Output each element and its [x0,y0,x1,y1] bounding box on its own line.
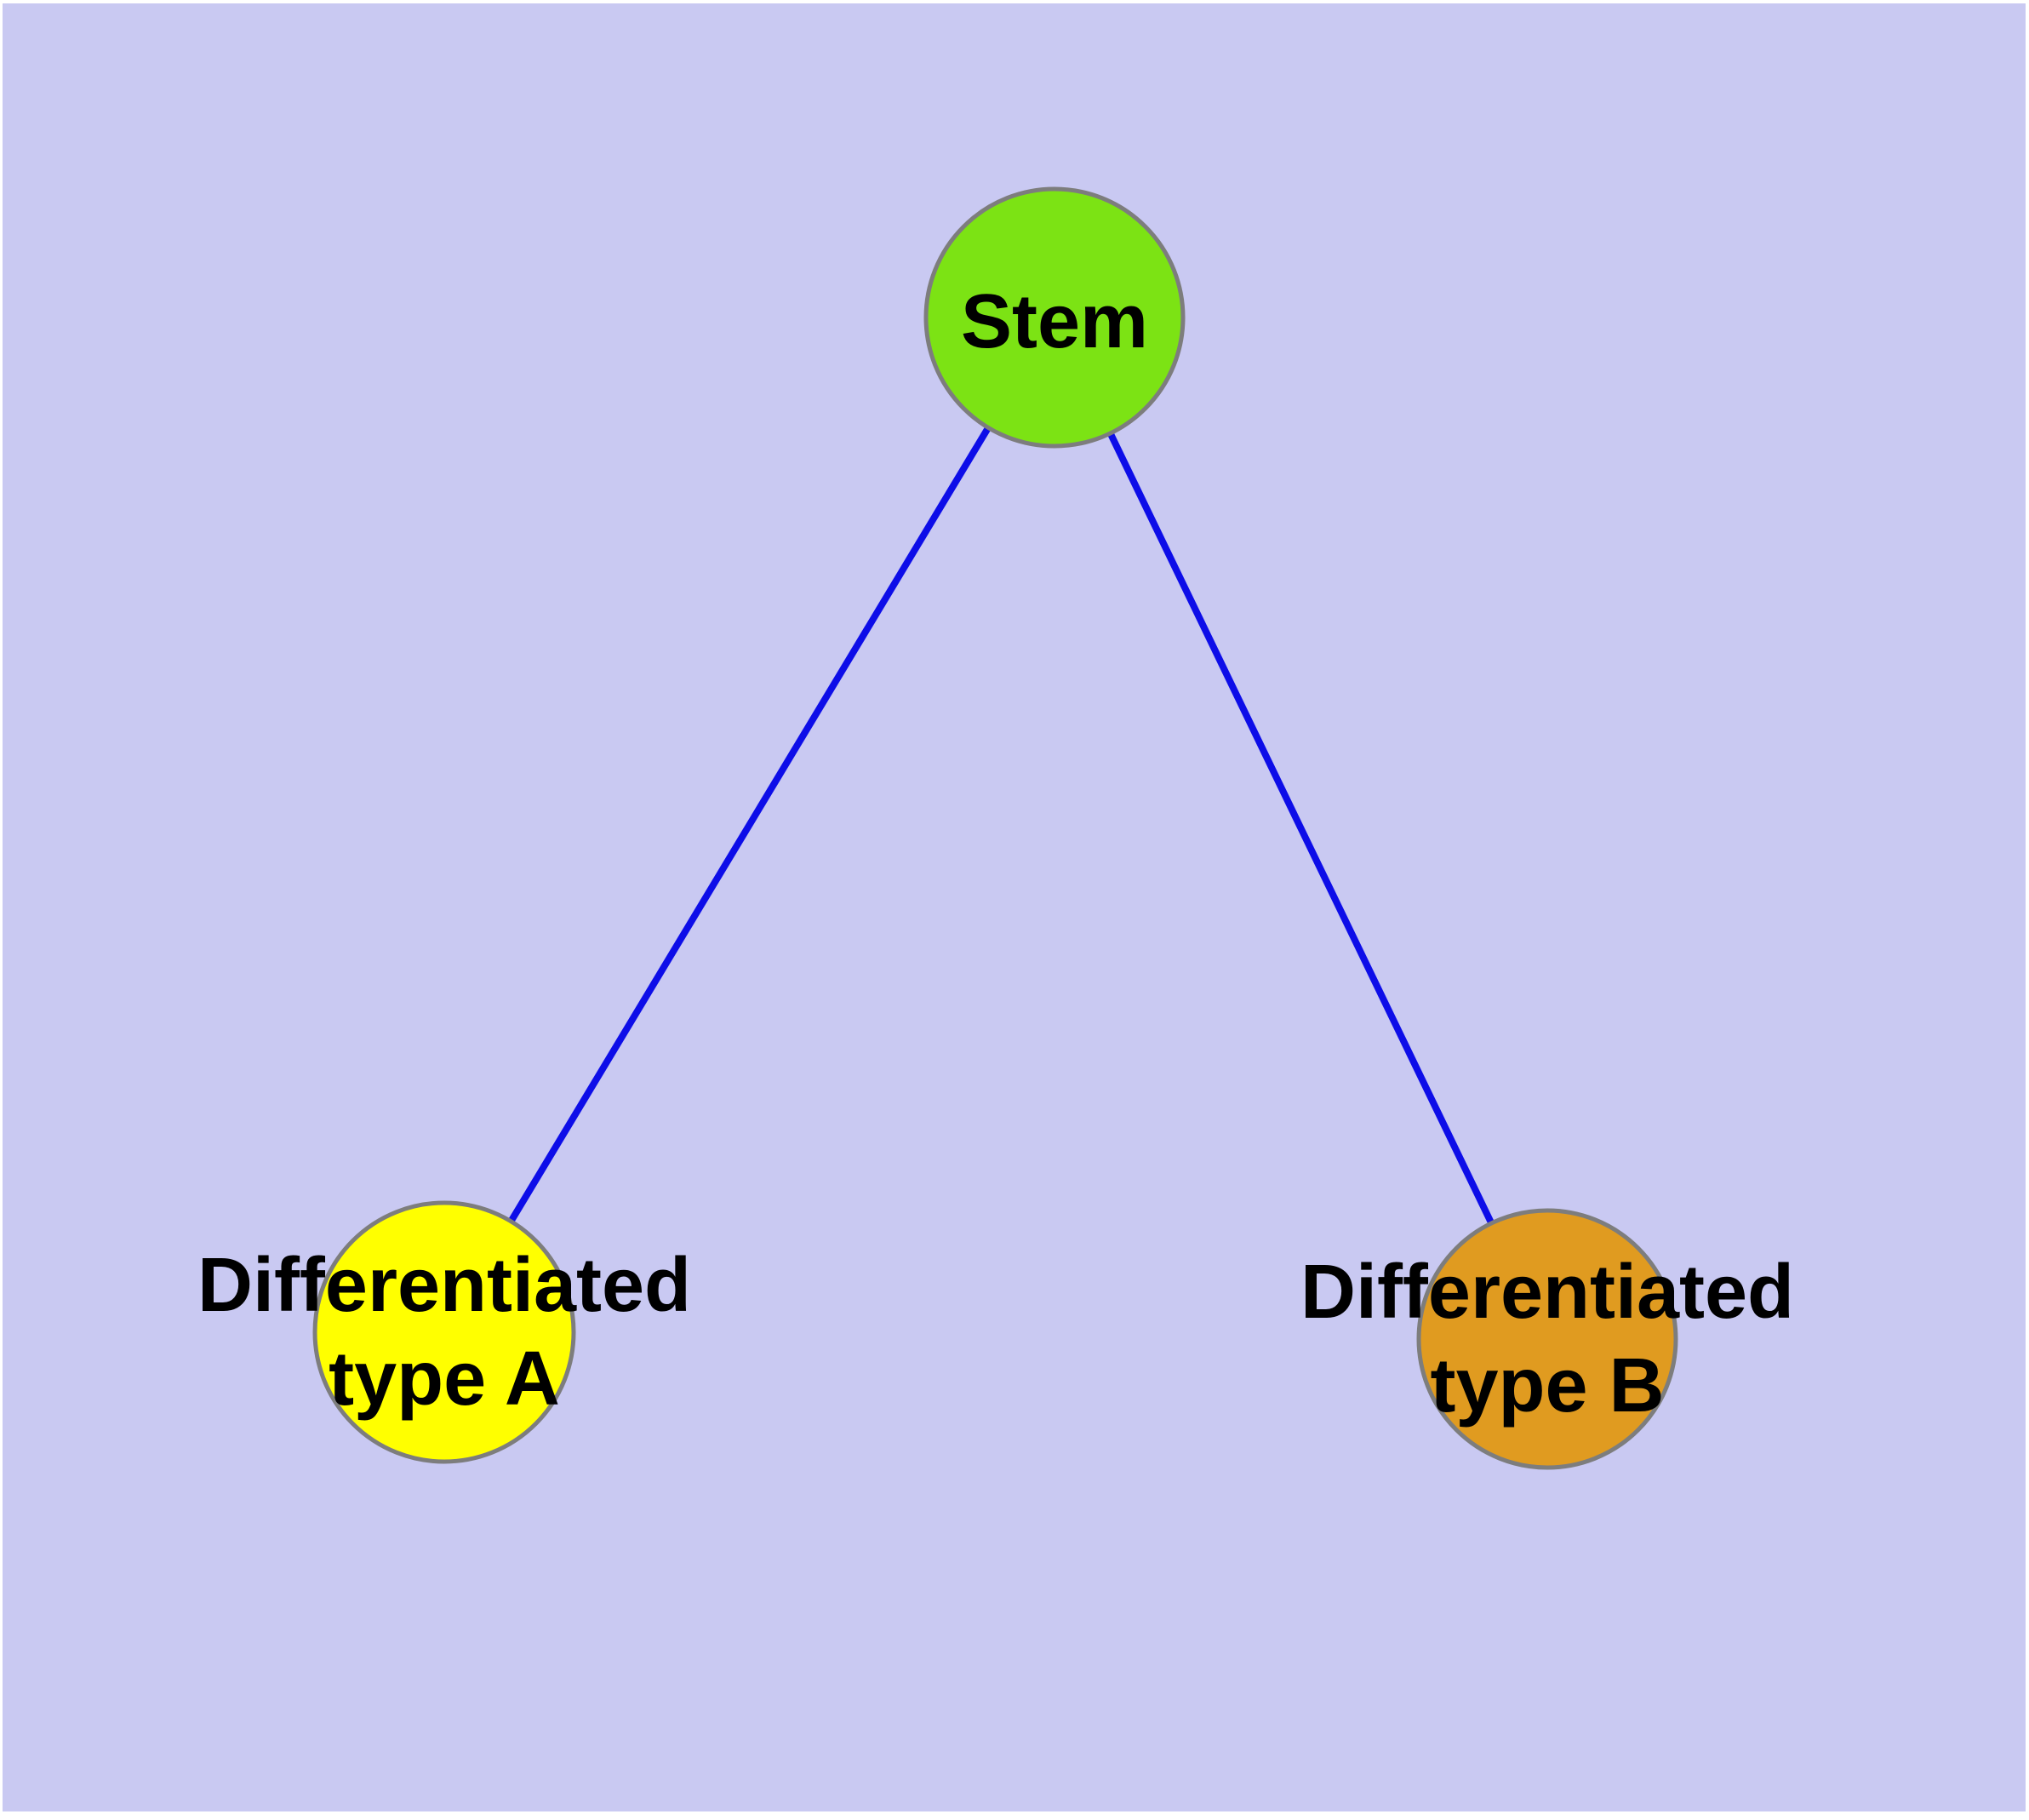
type-a-label-line2: type A [329,1336,560,1422]
stem-node-label: Stem [961,279,1148,364]
type-b-label-line1: Differentiated [1300,1250,1794,1335]
differentiated-type-b-node [1416,1208,1678,1470]
edge-stem-to-type-b [1051,316,1551,1341]
stem-node [923,186,1186,449]
type-a-label-line1: Differentiated [197,1243,691,1328]
edge-stem-to-type-a [441,315,1058,1335]
differentiated-type-a-node [312,1200,576,1464]
type-b-label-line2: type B [1430,1343,1664,1428]
